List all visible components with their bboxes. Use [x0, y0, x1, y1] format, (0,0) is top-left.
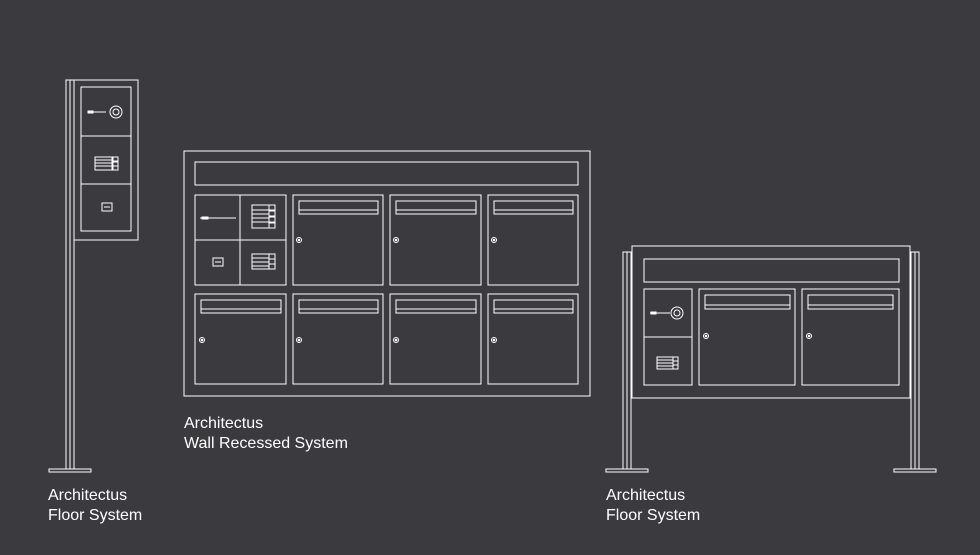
caption-subtitle: Floor System [606, 507, 701, 524]
base-plate [48, 468, 92, 473]
caption-title: Architectus [184, 415, 264, 432]
button-panel-icon [94, 156, 119, 171]
letterbox [292, 293, 384, 385]
housing [631, 245, 911, 399]
base-plate [605, 468, 649, 473]
letterbox [194, 293, 287, 385]
caption-wall-recessed-system: Architectus Wall Recessed System [184, 414, 348, 454]
housing [73, 79, 139, 241]
caption-subtitle: Wall Recessed System [184, 435, 348, 452]
letterbox [698, 288, 796, 386]
button-panel-icon [656, 356, 679, 370]
module-block [643, 288, 693, 386]
caption-subtitle: Floor System [48, 507, 143, 524]
button-panel-icon [251, 204, 276, 229]
letterbox [389, 293, 482, 385]
letterbox [389, 194, 482, 286]
wall-recessed-system [183, 150, 591, 397]
name-strip [194, 161, 579, 186]
letterbox [487, 194, 579, 286]
letterbox [487, 293, 579, 385]
name-strip [643, 258, 900, 283]
module-block [194, 194, 287, 286]
nameplate-icon [101, 202, 113, 212]
letterbox [292, 194, 384, 286]
floor-system-left [48, 79, 139, 473]
wall-frame [183, 150, 591, 397]
caption-title: Architectus [48, 487, 128, 504]
button-panel-icon [251, 253, 276, 270]
floor-system-right [605, 245, 937, 473]
intercom-camera-icon [87, 105, 123, 119]
caption-floor-system-right: Architectus Floor System [606, 486, 700, 526]
letterbox [801, 288, 900, 386]
base-plate [893, 468, 937, 473]
intercom-icon [200, 216, 236, 220]
nameplate-icon [212, 257, 224, 267]
caption-floor-system-left: Architectus Floor System [48, 486, 142, 526]
intercom-camera-icon [650, 306, 684, 320]
caption-title: Architectus [606, 487, 686, 504]
